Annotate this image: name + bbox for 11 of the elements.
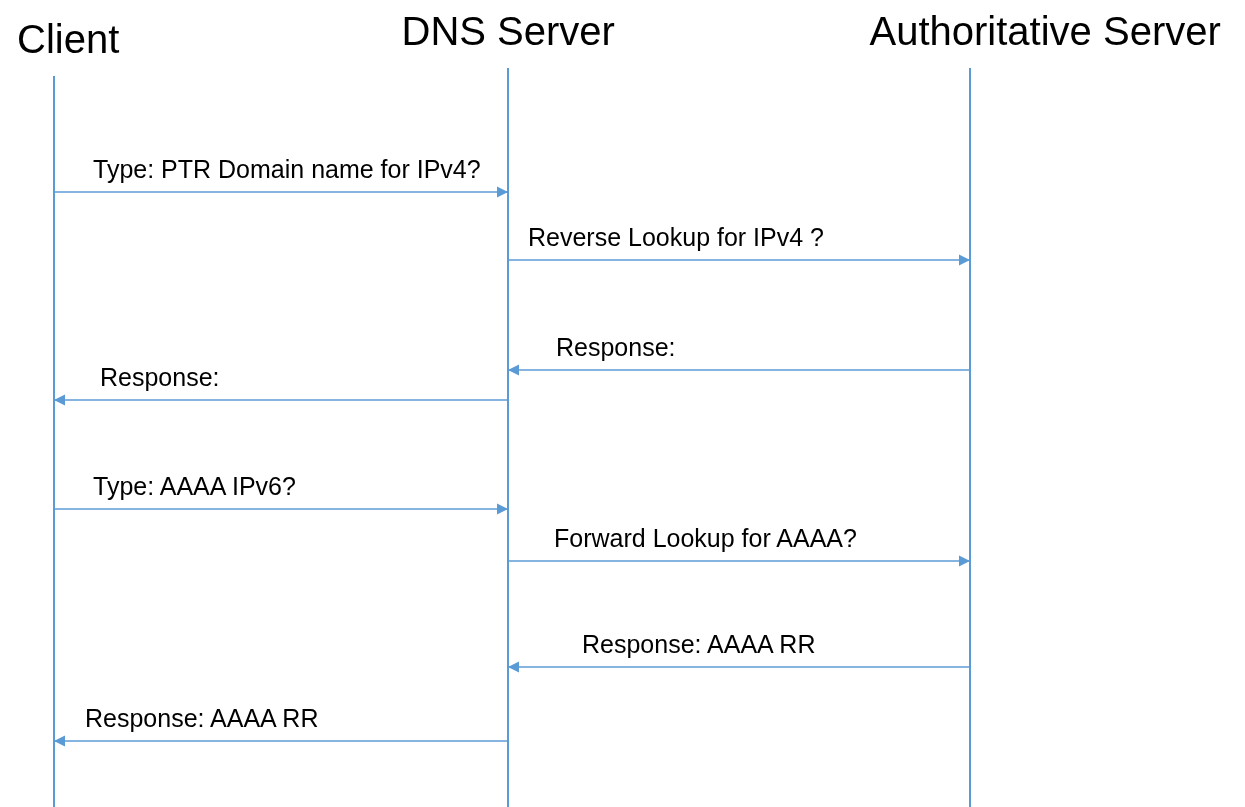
participant-heading: Client [17,16,120,62]
message-arrow [507,364,971,376]
message-arrow [507,555,971,567]
message-arrow [507,661,971,673]
message-arrow [53,503,509,515]
message-arrow [507,254,971,266]
participant-heading: Authoritative Server [869,8,1221,54]
participant-heading: DNS Server [401,8,615,54]
message-arrow [53,394,509,406]
message-arrow [53,735,509,747]
message-arrow [53,186,509,198]
